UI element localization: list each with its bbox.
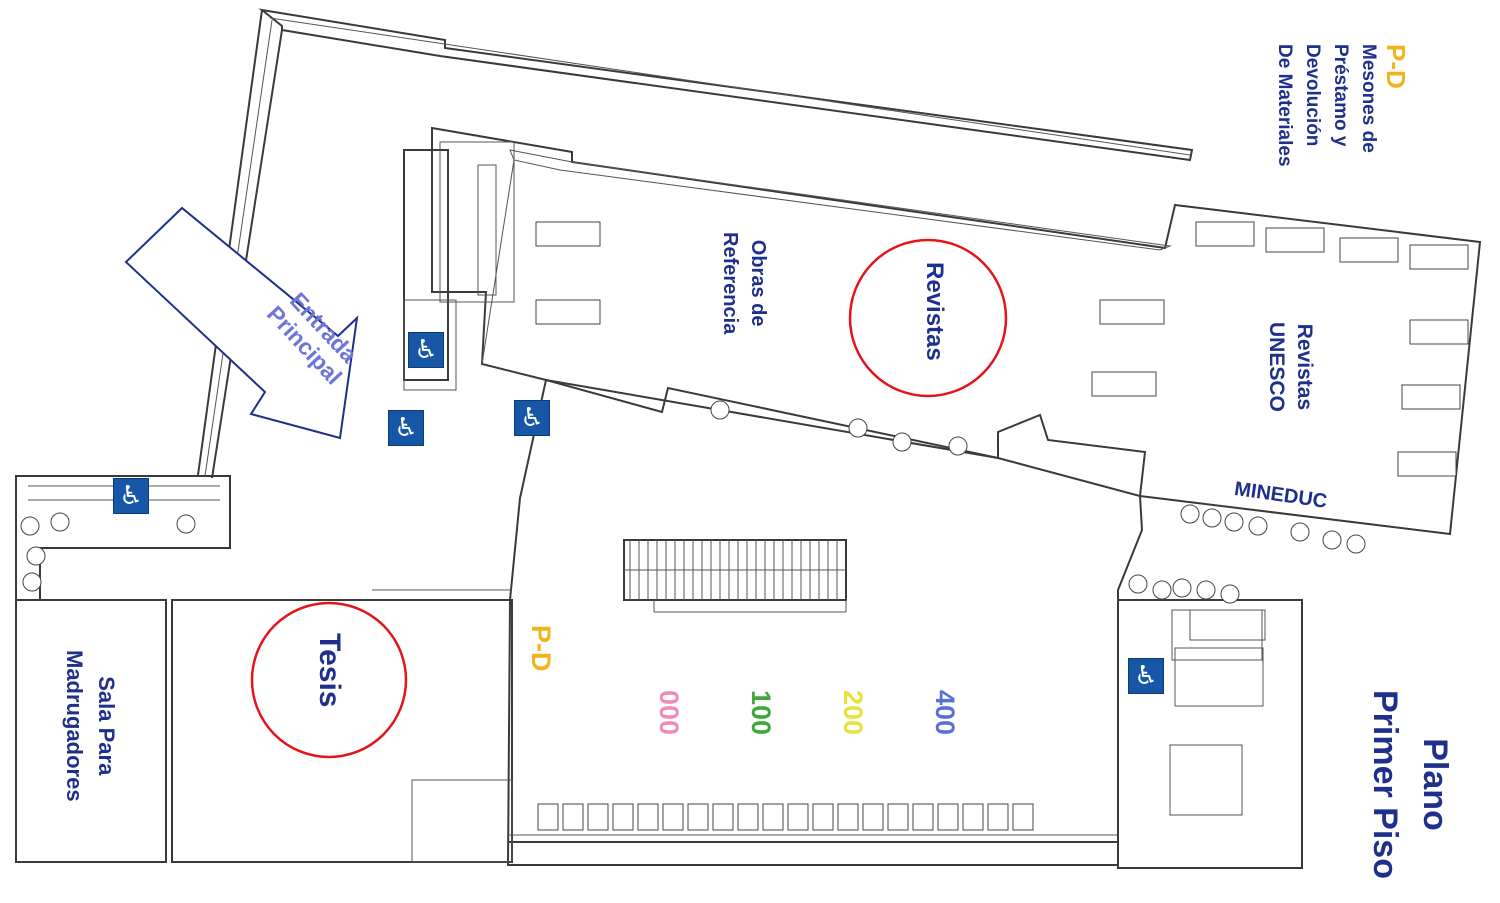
revistas-label: Revistas: [921, 262, 948, 361]
tesis-label: Tesis: [313, 633, 346, 708]
plan-title: Plano Primer Piso: [1350, 690, 1470, 879]
obras-line2: Referencia: [719, 232, 741, 335]
revistas-highlight: [848, 238, 1008, 398]
west-wall: [197, 9, 283, 479]
counters-label: P-D Mesones de Préstamo y Devolución De …: [1270, 44, 1411, 167]
reading-hall-walls: [431, 126, 1482, 536]
counters-line1: Mesones de: [1358, 44, 1379, 153]
service-core: [403, 141, 515, 391]
unesco-line1: Revistas: [1293, 323, 1316, 411]
class-code-200: 200: [838, 690, 868, 736]
counters-code: P-D: [1381, 44, 1411, 89]
plants: [20, 400, 1366, 604]
obras-label: Obras de Referencia: [716, 232, 772, 334]
madrugadores-line1: Sala Para: [94, 676, 119, 776]
main-staircase: [623, 539, 847, 613]
plan-title-line2: Primer Piso: [1366, 690, 1404, 879]
thesis-room-walls: [171, 589, 513, 863]
wheelchair-icon: ♿: [514, 400, 550, 436]
class-code-000: 000: [654, 690, 684, 736]
madrugadores-line2: Madrugadores: [62, 650, 87, 802]
counters-line2: Préstamo y: [1330, 44, 1351, 147]
class-code-400: 400: [930, 690, 960, 736]
counters-line4: De Materiales: [1274, 44, 1295, 167]
wheelchair-icon: ♿: [388, 410, 424, 446]
wheelchair-icon: ♿: [1128, 658, 1164, 694]
wheelchair-icon: ♿: [113, 478, 149, 514]
class-code-100: 100: [746, 690, 776, 736]
tesis-highlight: [250, 601, 408, 759]
north-wall: [258, 8, 1194, 162]
unesco-label: Revistas UNESCO: [1262, 322, 1318, 412]
early-room-walls: [15, 475, 231, 863]
unesco-line2: UNESCO: [1265, 322, 1288, 412]
entrance-arrow: [124, 206, 359, 440]
obras-line1: Obras de: [747, 239, 769, 327]
reading-tables: [535, 221, 1469, 477]
main-hall-walls: [506, 378, 1144, 866]
madrugadores-label: Sala Para Madrugadores: [58, 650, 122, 802]
wheelchair-icon: ♿: [408, 332, 444, 368]
east-block-walls: [1117, 599, 1303, 869]
seating-row: [537, 803, 1034, 831]
counter-code-main: P-D: [526, 625, 556, 672]
counters-line3: Devolución: [1302, 44, 1323, 147]
